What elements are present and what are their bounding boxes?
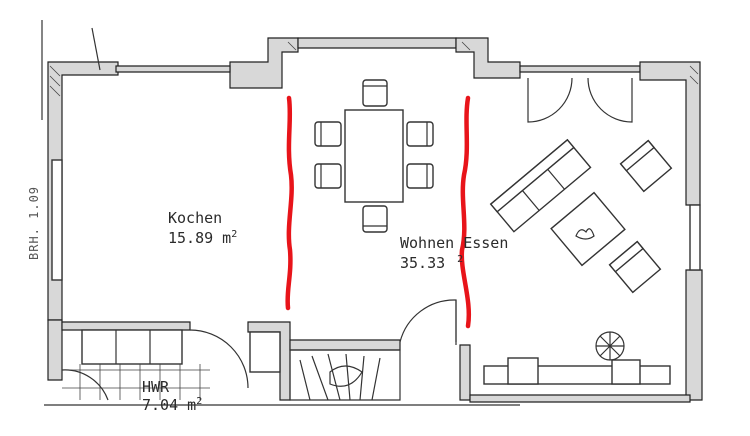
coffee-table <box>550 191 626 267</box>
sofa <box>489 138 592 233</box>
living-door <box>399 299 457 345</box>
room-name-hwr: HWR <box>142 378 170 396</box>
kitchen-counter <box>81 329 281 373</box>
terrace-doors <box>527 77 633 123</box>
sill-height-label: BRH. 1.09 <box>27 186 41 260</box>
room-name-wohnen-essen: Wohnen Essen <box>400 234 508 252</box>
hwr-tiles <box>61 329 249 401</box>
wall-hatching <box>49 41 699 97</box>
markup-line-right <box>459 95 472 329</box>
markup-line-left <box>285 95 294 311</box>
armchair-bottom <box>608 240 662 294</box>
room-name-kochen: Kochen <box>168 209 222 227</box>
red-markup <box>285 95 472 329</box>
sideboard <box>483 331 671 385</box>
exterior-walls <box>47 37 703 401</box>
dining-set <box>314 79 434 233</box>
armchair-top <box>619 139 673 193</box>
window-marks <box>41 20 520 406</box>
room-area-hwr: 7.04 m2 <box>142 396 202 414</box>
staircase <box>289 349 401 401</box>
room-area-kochen: 15.89 m2 <box>168 229 237 247</box>
interior-walls <box>61 321 691 403</box>
